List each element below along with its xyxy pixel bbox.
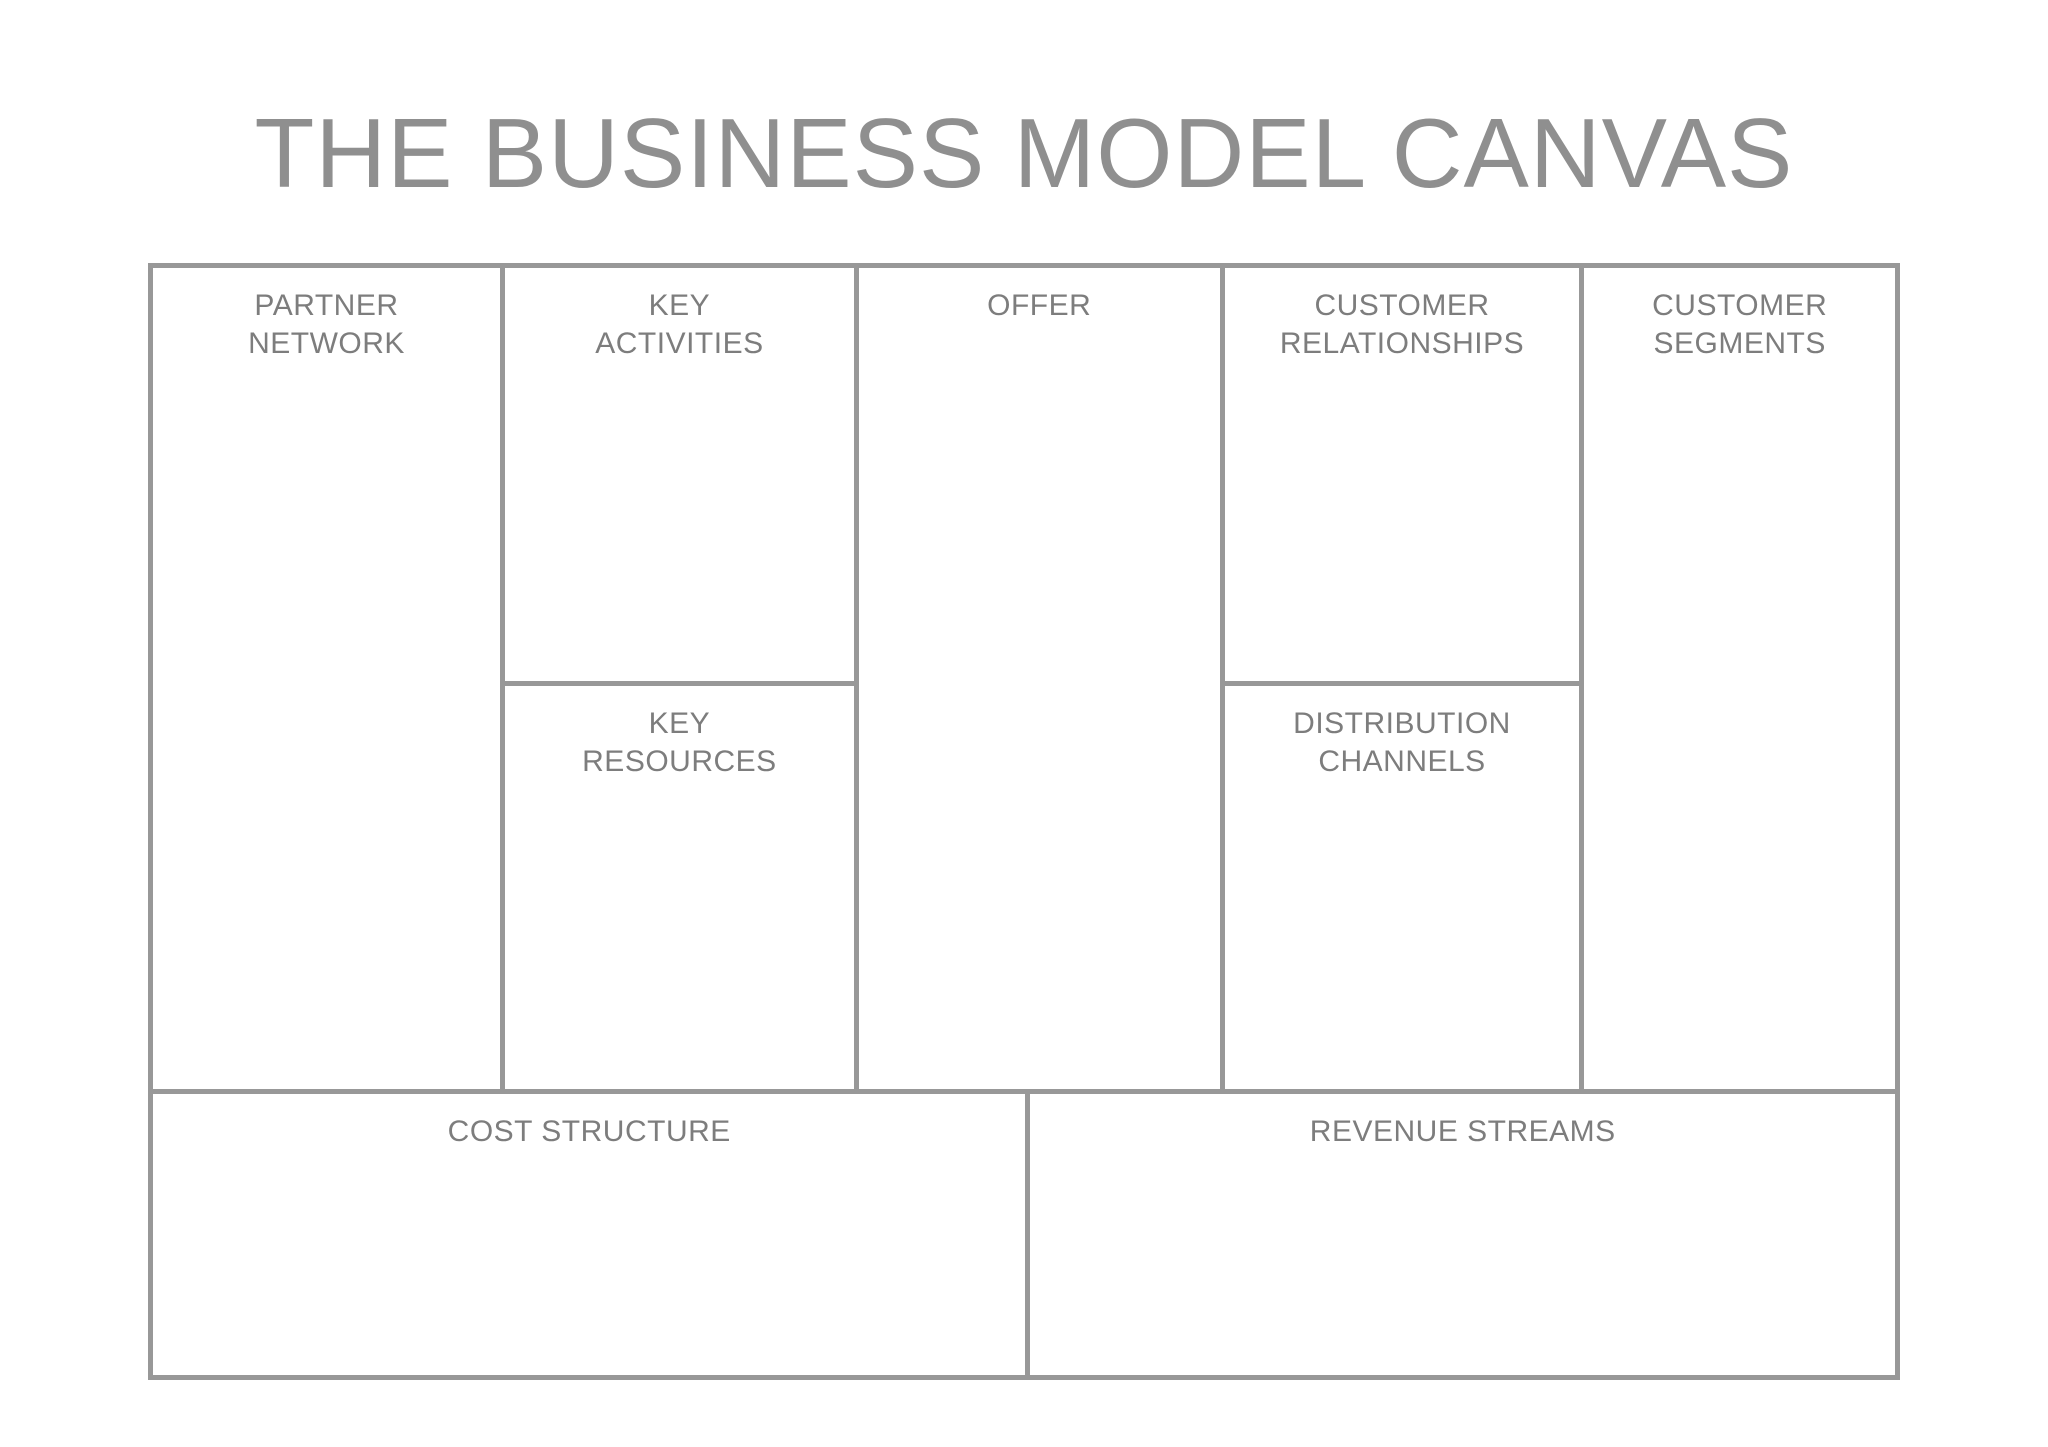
canvas-grid: PARTNER NETWORK KEY ACTIVITIES KEY RESOU…: [148, 263, 1900, 1380]
cell-revenue-streams: REVENUE STREAMS: [1030, 1094, 1895, 1375]
customer-relationships-label: CUSTOMER RELATIONSHIPS: [1279, 289, 1525, 361]
column-key-activities-resources: KEY ACTIVITIES KEY RESOURCES: [504, 268, 859, 1089]
cell-key-resources: KEY RESOURCES: [505, 686, 854, 1089]
cell-customer-segments: CUSTOMER SEGMENTS: [1584, 268, 1895, 1089]
key-resources-label: KEY RESOURCES: [582, 706, 777, 778]
cell-partner-network: PARTNER NETWORK: [153, 268, 505, 1089]
key-activities-label: KEY ACTIVITIES: [595, 289, 764, 361]
cell-key-activities: KEY ACTIVITIES: [504, 268, 854, 686]
cell-cost-structure: COST STRUCTURE: [153, 1093, 1031, 1375]
cell-customer-relationships: CUSTOMER RELATIONSHIPS: [1224, 268, 1580, 686]
partner-network-label: PARTNER NETWORK: [248, 289, 405, 361]
cell-offer: OFFER: [859, 268, 1225, 1089]
canvas-bottom-section: COST STRUCTURE REVENUE STREAMS: [153, 1088, 1895, 1375]
canvas-top-section: PARTNER NETWORK KEY ACTIVITIES KEY RESOU…: [153, 268, 1895, 1089]
cell-distribution-channels: DISTRIBUTION CHANNELS: [1225, 686, 1580, 1089]
revenue-streams-label: REVENUE STREAMS: [1309, 1114, 1616, 1148]
page-title: THE BUSINESS MODEL CANVAS: [254, 98, 1794, 208]
offer-label: OFFER: [987, 289, 1092, 322]
distribution-channels-label: DISTRIBUTION CHANNELS: [1293, 706, 1511, 778]
cost-structure-label: COST STRUCTURE: [447, 1114, 731, 1148]
column-customer-relationships-channels: CUSTOMER RELATIONSHIPS DISTRIBUTION CHAN…: [1224, 268, 1585, 1089]
customer-segments-label: CUSTOMER SEGMENTS: [1652, 289, 1828, 361]
